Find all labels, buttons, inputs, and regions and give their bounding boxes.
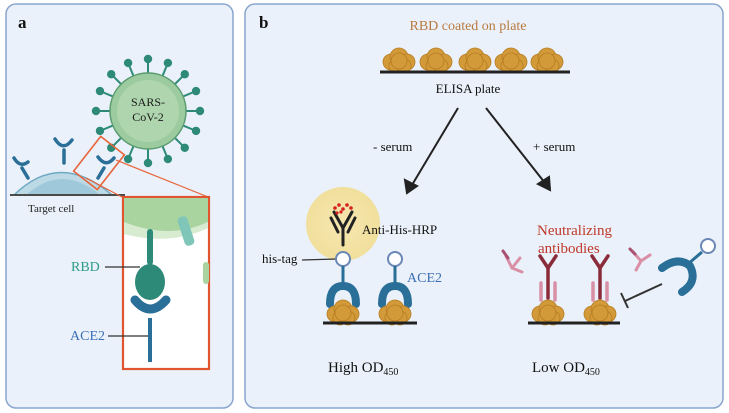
virus-spike-head <box>143 158 153 168</box>
rbd-protein <box>494 47 528 74</box>
inhibition-arrow <box>620 283 663 309</box>
virus-spike-head <box>191 126 201 136</box>
virus-spike-head <box>123 154 133 164</box>
virus-spike-head <box>143 54 153 64</box>
virus-label-line1: SARS- <box>131 95 165 109</box>
virus-spike-head <box>195 106 205 116</box>
blocked-ace2 <box>658 238 716 296</box>
high-od-label: High OD450 <box>328 360 398 378</box>
top-plate <box>380 47 570 74</box>
ace2-label-b: ACE2 <box>407 271 442 286</box>
neutralizing-label-1: Neutralizing <box>537 223 612 239</box>
virus-spike-head <box>95 86 105 96</box>
virus-spike-head <box>91 106 101 116</box>
plus-serum-label: + serum <box>533 139 575 154</box>
anti-his-hrp-label: Anti-His-HRP <box>362 222 437 237</box>
rbd-protein <box>419 47 453 74</box>
minus-serum-label: - serum <box>373 139 412 154</box>
ace2-receptor-2 <box>378 251 412 308</box>
neutralizing-label-2: antibodies <box>538 241 600 257</box>
rbd-protein <box>326 299 360 326</box>
rbd-coated-label: RBD coated on plate <box>409 19 526 34</box>
virus-spike-head <box>123 58 133 68</box>
anti-his-hrp-antibody <box>329 210 357 247</box>
hrp-halo <box>306 187 380 261</box>
cell-receptor-right <box>96 155 116 180</box>
his-tag-label: his-tag <box>262 251 298 266</box>
virus-label-line2: CoV-2 <box>132 110 164 124</box>
virus-spike-head <box>191 86 201 96</box>
rbd-protein <box>382 47 416 74</box>
bound-antibody-1 <box>538 254 558 302</box>
free-antibody-left <box>501 249 524 274</box>
rbd-protein <box>458 47 492 74</box>
zoom-inset <box>121 195 211 371</box>
zoom-highlight-box <box>72 135 126 191</box>
ace2-label-a: ACE2 <box>70 329 105 344</box>
target-cell <box>10 137 125 196</box>
ace2-receptor-1 <box>326 251 360 308</box>
low-od-assembly: Neutralizing antibodies <box>501 223 716 326</box>
panel-a-label: a <box>18 13 27 32</box>
virus-spike-head <box>163 58 173 68</box>
elisa-plate-label: ELISA plate <box>436 81 501 96</box>
arrow-plus-serum <box>485 107 552 192</box>
panel-b: b RBD coated on plate ELISA plate - seru… <box>244 3 724 409</box>
virus-spike-head <box>107 70 116 79</box>
free-antibody-right <box>628 247 652 272</box>
zoom-connector-right <box>115 159 209 198</box>
rbd-protein <box>530 47 564 74</box>
zoom-connector-left <box>85 177 123 198</box>
arrow-minus-serum <box>403 107 459 195</box>
target-cell-label: Target cell <box>28 203 74 215</box>
hrp-enzyme <box>333 203 353 215</box>
virus-spike-head <box>180 143 189 152</box>
sars-cov-2-virus: SARS- CoV-2 <box>91 54 205 168</box>
his-tag-pointer <box>301 258 337 261</box>
panel-a: a Target cell SARS <box>5 3 234 409</box>
virus-spike-head <box>163 154 173 164</box>
high-od-assembly: Anti-His-HRP his-tag ACE2 <box>262 187 442 326</box>
cell-receptor-mid <box>53 137 74 165</box>
virus-spike-head <box>180 70 189 79</box>
virus-spike-head <box>95 126 105 136</box>
low-od-label: Low OD450 <box>532 360 600 378</box>
cell-receptor-left <box>12 156 30 180</box>
bound-antibody-2 <box>590 254 610 302</box>
panel-b-label: b <box>259 13 268 32</box>
rbd-label: RBD <box>71 260 100 275</box>
